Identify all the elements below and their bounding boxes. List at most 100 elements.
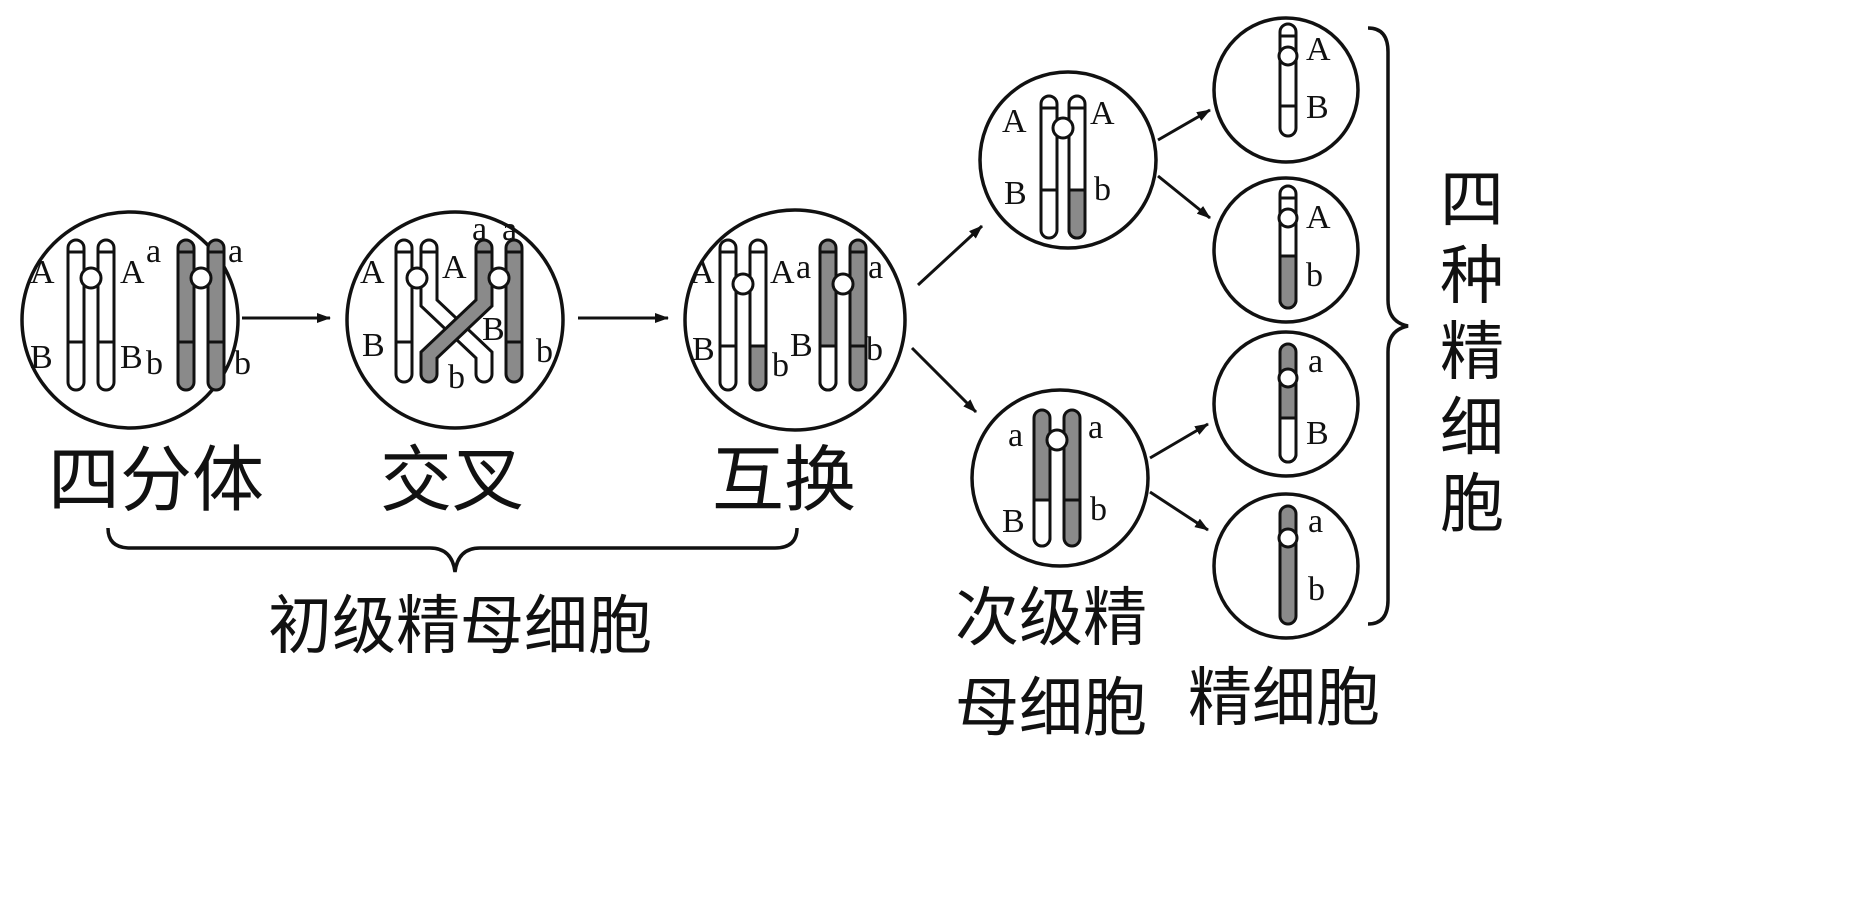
label-primary-spermatocyte: 初级精母细胞 [268, 590, 652, 664]
gene-label: B [1306, 415, 1329, 452]
brace-primary [106, 527, 799, 573]
gene-label: B [1004, 175, 1027, 212]
gene-label: B [120, 339, 143, 376]
exchanged-segment [1278, 416, 1298, 464]
centromere [1277, 527, 1299, 549]
arrow [1149, 422, 1209, 460]
centromere [1051, 116, 1075, 140]
gene-label: b [1308, 571, 1325, 608]
centromere [1277, 45, 1299, 67]
gene-label: b [536, 333, 553, 370]
sperm-cell-1: A B [1212, 16, 1360, 164]
centromere [487, 266, 511, 290]
gene-label: a [868, 249, 883, 286]
arrow [916, 224, 984, 287]
centromere [831, 272, 855, 296]
gene-label: b [772, 347, 789, 384]
exchanged-segment [1067, 188, 1087, 240]
gene-label: a [146, 233, 161, 270]
sperm-cell-3: a B [1212, 330, 1360, 478]
gene-label: A [1090, 95, 1115, 132]
stage-label-exchange: 互换 [712, 438, 856, 522]
gene-label: a [502, 211, 517, 248]
label-secondary-line2: 母细胞 [955, 672, 1147, 746]
gene-label: A [1306, 199, 1331, 236]
chromatid [1278, 22, 1298, 138]
label-four-sperm-char-4: 细 [1440, 392, 1504, 466]
gene-label: A [30, 254, 55, 291]
gene-label: A [690, 254, 715, 291]
chromatid-4 [848, 238, 868, 392]
gene-label: b [1094, 171, 1111, 208]
chromatid-1 [394, 238, 414, 384]
gene-label: B [692, 331, 715, 368]
gene-label: A [1002, 103, 1027, 140]
stage-label-tetrad: 四分体 [48, 438, 264, 522]
gene-label: a [228, 233, 243, 270]
gene-label: B [790, 327, 813, 364]
crossing-cell: A A a a B B b b [345, 210, 565, 430]
gene-label: a [1008, 417, 1023, 454]
stage-label-crossing: 交叉 [380, 438, 524, 522]
exchanged-segment [818, 344, 838, 392]
chromatid-1 [66, 238, 86, 392]
centromere [1277, 207, 1299, 229]
arrow [1149, 490, 1209, 532]
gene-label: a [1308, 343, 1323, 380]
chromatid-3 [176, 238, 196, 392]
gene-label: a [796, 249, 811, 286]
gene-label: A [770, 254, 795, 291]
gene-label: b [1306, 257, 1323, 294]
label-sperm-cells: 精细胞 [1188, 662, 1380, 736]
gene-label: A [120, 254, 145, 291]
chromatid [1039, 94, 1059, 240]
chromatid-2 [419, 238, 494, 384]
label-four-sperm-char-3: 精 [1440, 316, 1504, 390]
sperm-cell-2: A b [1212, 176, 1360, 324]
gene-label: A [442, 249, 467, 286]
gene-label: A [1306, 31, 1331, 68]
chromatid-1 [718, 238, 738, 392]
gene-label: A [360, 254, 385, 291]
gene-label: a [472, 211, 487, 248]
exchanged-segment [1278, 254, 1298, 310]
gene-label: a [1088, 409, 1103, 446]
exchanged-segment [748, 344, 768, 392]
secondary-cell-top: A A B b [978, 70, 1158, 250]
chromatid [1062, 408, 1082, 548]
gene-label: b [234, 345, 251, 382]
centromere [405, 266, 429, 290]
gene-label: b [448, 359, 465, 396]
centromere [1045, 428, 1069, 452]
gene-label: b [146, 345, 163, 382]
gene-label: b [1090, 491, 1107, 528]
arrow [910, 346, 978, 414]
chromatid-4 [206, 238, 226, 392]
gene-label: B [1306, 89, 1329, 126]
arrow [1157, 108, 1211, 142]
label-four-sperm-char-5: 胞 [1440, 468, 1504, 542]
gene-label: b [866, 331, 883, 368]
gene-label: B [482, 311, 505, 348]
chromatid-4 [504, 238, 524, 384]
tetrad-cell: A A a a B B b b [20, 210, 251, 430]
exchange-cell: A A a a B B b b [683, 208, 907, 432]
chromatid-3 [419, 238, 494, 384]
centromere [731, 272, 755, 296]
centromere [189, 266, 213, 290]
centromere [79, 266, 103, 290]
label-four-sperm-char-1: 四 [1440, 164, 1504, 238]
arrow [1157, 174, 1211, 220]
centromere [1277, 367, 1299, 389]
gene-label: B [362, 327, 385, 364]
sperm-cell-4: a b [1212, 492, 1360, 640]
brace-four-sperm [1367, 26, 1409, 626]
exchanged-segment [1032, 498, 1052, 548]
secondary-cell-bottom: a a B b [970, 388, 1150, 568]
label-four-sperm-char-2: 种 [1440, 240, 1504, 314]
chromatid [1278, 504, 1298, 626]
label-secondary-line1: 次级精 [955, 582, 1147, 656]
gene-label: B [1002, 503, 1025, 540]
gene-label: a [1308, 503, 1323, 540]
